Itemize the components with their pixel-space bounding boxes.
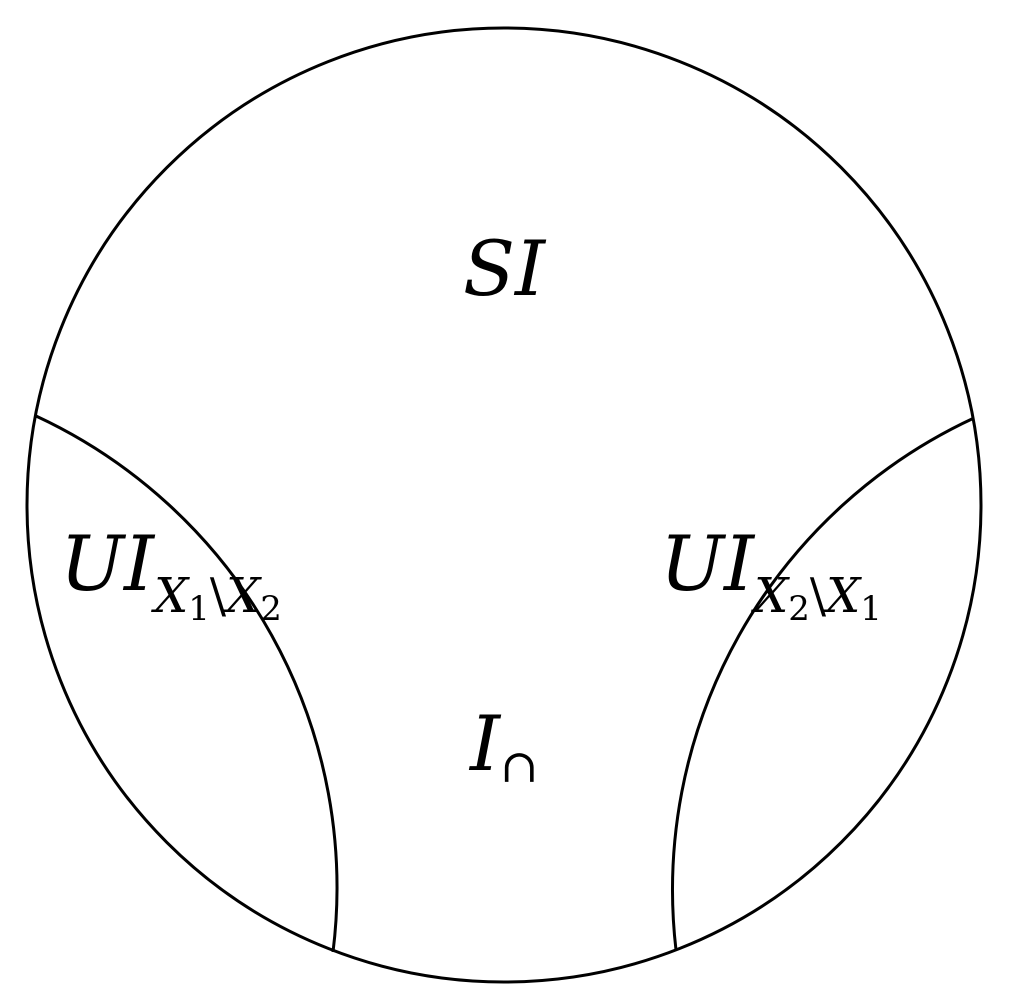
ui-x2-sub-a-index: 2 — [788, 589, 810, 629]
shared-sub: ∩ — [500, 739, 539, 793]
ui-x2-base: UI — [660, 519, 756, 608]
ui-x1-sub-b-index: 2 — [260, 589, 282, 629]
ui-x1-sub-a-index: 1 — [188, 589, 210, 629]
unique-information-x2-label: UIX2\X1 — [660, 519, 882, 629]
ui-x1-sub-a: X — [150, 568, 190, 624]
right-arc — [671, 416, 975, 951]
ui-x1-sub-separator: \ — [210, 568, 227, 624]
shared-information-label: I∩ — [468, 699, 539, 793]
shared-base: I — [468, 699, 502, 788]
synergistic-information-label: SI — [463, 224, 547, 313]
unique-information-x1-label: UIX1\X2 — [60, 519, 282, 629]
ui-x1-sub-b: X — [222, 568, 262, 624]
outer-circle — [25, 26, 983, 984]
ui-x2-sub-separator: \ — [810, 568, 827, 624]
left-arc — [35, 414, 339, 953]
ui-x2-sub-b: X — [822, 568, 862, 624]
ui-x2-sub-b-index: 1 — [860, 589, 882, 629]
ui-x1-base: UI — [60, 519, 156, 608]
ui-x2-sub-a: X — [750, 568, 790, 624]
